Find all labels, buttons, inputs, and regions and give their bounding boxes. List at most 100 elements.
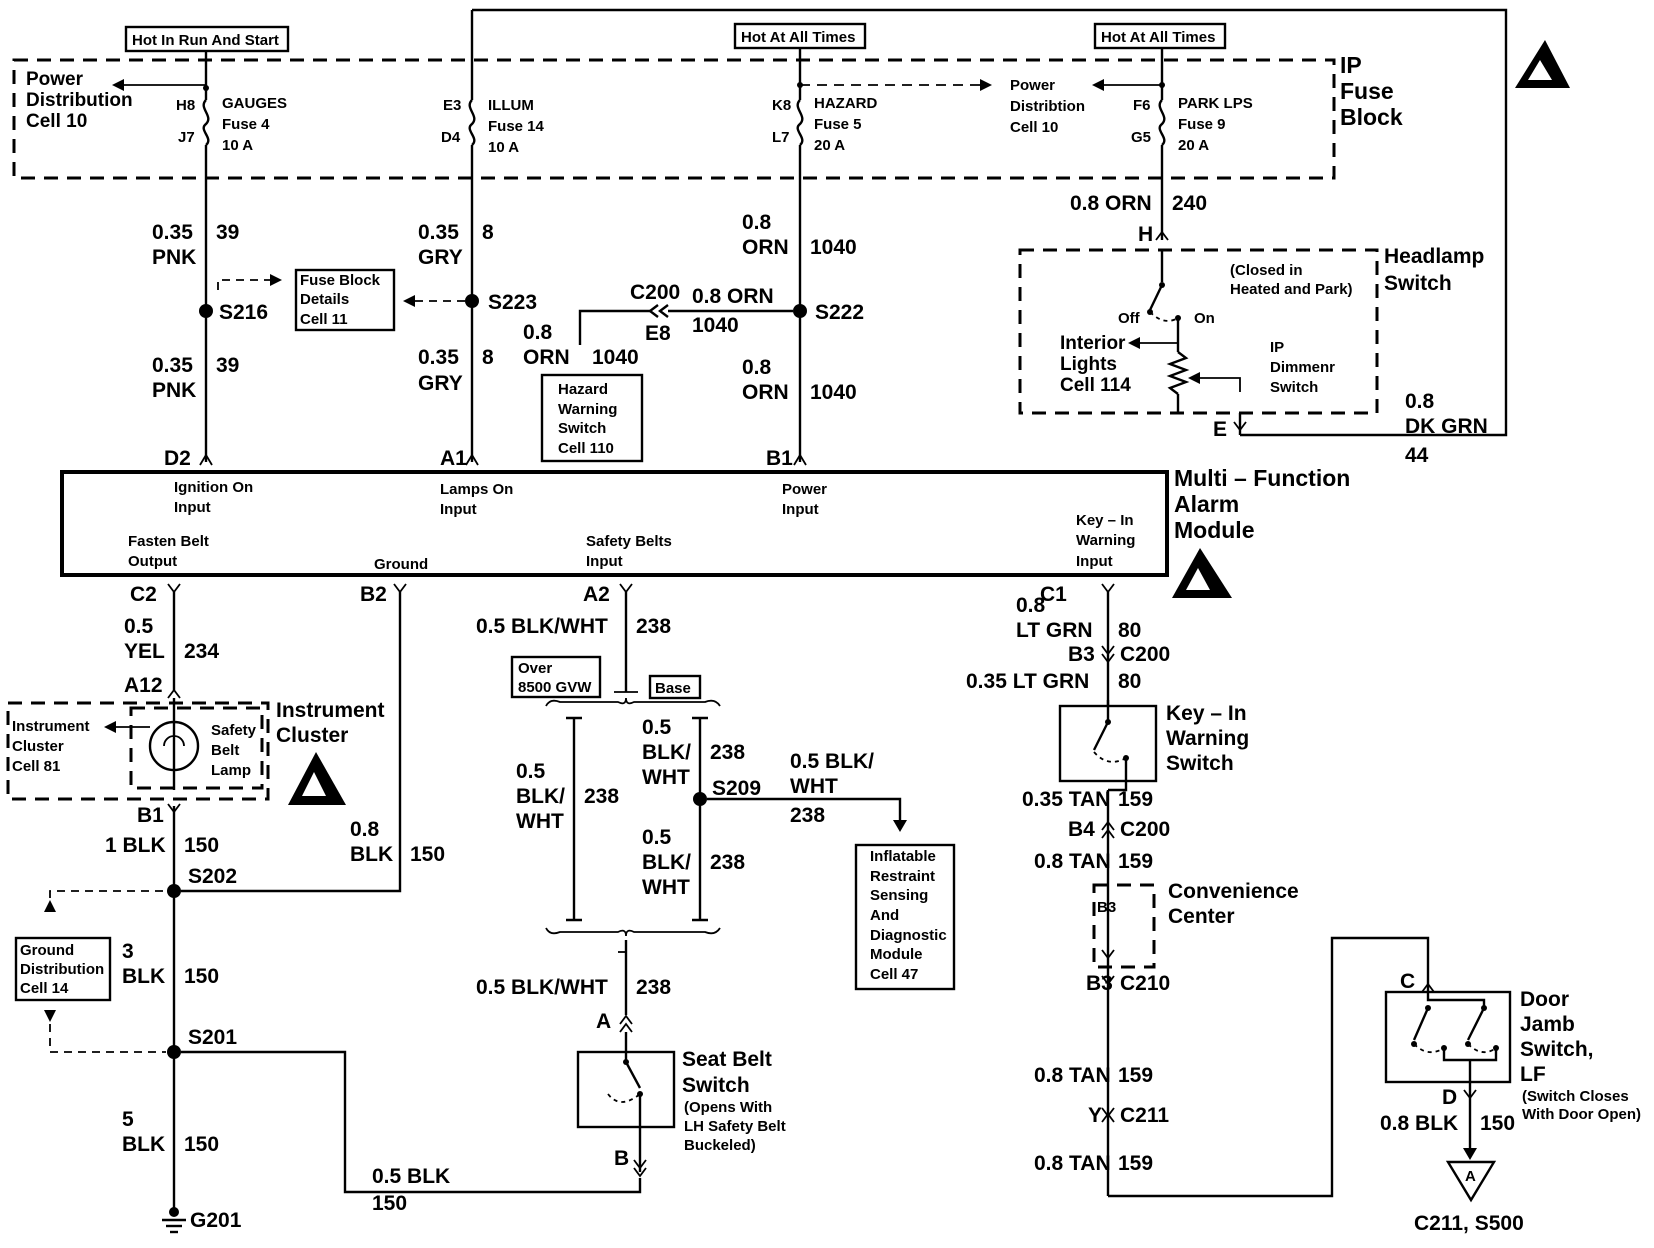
svg-text:F6: F6 bbox=[1133, 97, 1151, 114]
svg-text:Fuse: Fuse bbox=[1340, 78, 1394, 104]
svg-text:LF: LF bbox=[1520, 1063, 1546, 1086]
fuse-park-lps: F6 G5 PARK LPS Fuse 9 20 A bbox=[1131, 82, 1253, 154]
svg-text:0.5: 0.5 bbox=[516, 760, 546, 783]
svg-text:1040: 1040 bbox=[592, 346, 639, 369]
svg-text:IP: IP bbox=[1270, 339, 1284, 356]
svg-text:39: 39 bbox=[216, 354, 239, 377]
module-input-ignition: Ignition On Input bbox=[174, 479, 253, 516]
door-jamb-switch-note: (Switch Closes With Door Open) bbox=[1522, 1088, 1641, 1123]
svg-text:240: 240 bbox=[1172, 192, 1207, 215]
svg-text:0.35: 0.35 bbox=[152, 221, 193, 244]
svg-text:Power: Power bbox=[1010, 77, 1055, 94]
bottom-ref-c211-s500: C211, S500 bbox=[1414, 1212, 1524, 1235]
svg-text:1 BLK: 1 BLK bbox=[105, 834, 166, 857]
svg-text:With Door Open): With Door Open) bbox=[1522, 1106, 1641, 1123]
svg-text:Cluster: Cluster bbox=[276, 724, 348, 747]
svg-text:8: 8 bbox=[482, 221, 494, 244]
svg-text:10 A: 10 A bbox=[488, 139, 519, 156]
svg-text:E3: E3 bbox=[443, 97, 461, 114]
svg-text:159: 159 bbox=[1118, 788, 1153, 811]
svg-text:Hot In Run And Start: Hot In Run And Start bbox=[132, 32, 279, 49]
svg-text:Switch,: Switch, bbox=[1520, 1038, 1594, 1061]
module-input-key-in: Key – In Warning Input bbox=[1076, 512, 1135, 570]
connector-y-c211: Y C211 bbox=[1088, 1104, 1169, 1127]
svg-text:Instrument: Instrument bbox=[276, 699, 385, 722]
svg-text:(Opens With: (Opens With bbox=[684, 1099, 772, 1116]
svg-text:C: C bbox=[1400, 970, 1415, 993]
svg-text:39: 39 bbox=[216, 221, 239, 244]
svg-text:0.35: 0.35 bbox=[418, 221, 459, 244]
ip-dimmer-switch: IP Dimmenr Switch bbox=[1270, 339, 1335, 396]
esd-icon-cluster bbox=[288, 752, 346, 805]
svg-text:Sensing: Sensing bbox=[870, 887, 928, 904]
wire-label-w10: 0.8 DK GRN 44 bbox=[1405, 390, 1488, 467]
svg-text:Cell 47: Cell 47 bbox=[870, 966, 918, 983]
svg-text:159: 159 bbox=[1118, 1064, 1153, 1087]
svg-text:5: 5 bbox=[122, 1108, 134, 1131]
wire-label-w18: 0.5 BLK/ WHT 238 bbox=[516, 760, 619, 833]
svg-text:Multi – Function: Multi – Function bbox=[1174, 465, 1350, 491]
svg-text:GAUGES: GAUGES bbox=[222, 95, 287, 112]
svg-text:B2: B2 bbox=[360, 583, 387, 606]
svg-text:GRY: GRY bbox=[418, 372, 463, 395]
svg-text:Hot At All Times: Hot At All Times bbox=[1101, 29, 1215, 46]
svg-text:WHT: WHT bbox=[642, 766, 690, 789]
instrument-cluster-title: Instrument Cluster bbox=[276, 699, 385, 747]
svg-text:Ignition On: Ignition On bbox=[174, 479, 253, 496]
svg-text:WHT: WHT bbox=[642, 876, 690, 899]
module-input-lamps: Lamps On Input bbox=[440, 481, 513, 518]
wire-label-w4: 0.35 GRY 8 bbox=[418, 346, 494, 395]
gvw-over-box: Over 8500 GVW bbox=[510, 655, 602, 699]
svg-text:S202: S202 bbox=[188, 865, 237, 888]
svg-text:Dimmenr: Dimmenr bbox=[1270, 359, 1335, 376]
svg-text:Distribution: Distribution bbox=[20, 961, 104, 978]
alarm-module-title: Multi – Function Alarm Module bbox=[1174, 465, 1350, 543]
wire-label-w1: 0.35 PNK 39 bbox=[152, 221, 239, 269]
svg-text:Lamp: Lamp bbox=[211, 762, 251, 779]
svg-text:(Closed in: (Closed in bbox=[1230, 262, 1303, 279]
svg-text:1040: 1040 bbox=[692, 314, 739, 337]
svg-text:238: 238 bbox=[790, 804, 825, 827]
esd-icon-module bbox=[1172, 548, 1232, 598]
svg-text:0.8 ORN: 0.8 ORN bbox=[1070, 192, 1152, 215]
svg-text:Seat Belt: Seat Belt bbox=[682, 1048, 772, 1071]
ip-fuse-block-outline bbox=[12, 58, 1336, 180]
svg-text:Warning: Warning bbox=[558, 401, 617, 418]
svg-text:Door: Door bbox=[1520, 988, 1569, 1011]
svg-text:H8: H8 bbox=[176, 97, 195, 114]
svg-text:DK GRN: DK GRN bbox=[1405, 415, 1488, 438]
svg-text:PNK: PNK bbox=[152, 379, 196, 402]
svg-text:Jamb: Jamb bbox=[1520, 1013, 1575, 1036]
svg-text:B4: B4 bbox=[1068, 818, 1095, 841]
svg-text:WHT: WHT bbox=[790, 775, 838, 798]
svg-text:Cell 110: Cell 110 bbox=[558, 440, 614, 457]
safety-belt-lamp-outline bbox=[129, 706, 264, 790]
hot-label-all-times-1: Hot At All Times bbox=[733, 22, 867, 50]
wire-label-w27: 0.8 TAN 159 bbox=[1034, 1064, 1153, 1087]
inflatable-restraint-module-box: Inflatable Restraint Sensing And Diagnos… bbox=[854, 843, 956, 991]
connector-seat-belt-b: B bbox=[614, 1147, 647, 1178]
svg-text:Ground: Ground bbox=[20, 942, 74, 959]
fuse-hazard: K8 L7 HAZARD Fuse 5 20 A bbox=[772, 82, 877, 154]
svg-text:ORN: ORN bbox=[742, 236, 789, 259]
svg-text:WHT: WHT bbox=[516, 810, 564, 833]
svg-text:Buckeled): Buckeled) bbox=[684, 1137, 756, 1154]
fuse-gauges: H8 J7 GAUGES Fuse 4 10 A bbox=[176, 85, 287, 154]
svg-text:Input: Input bbox=[586, 553, 623, 570]
interior-lights-ref: Interior Lights Cell 114 bbox=[1060, 333, 1131, 396]
svg-text:0.5: 0.5 bbox=[642, 716, 672, 739]
svg-text:44: 44 bbox=[1405, 444, 1429, 467]
svg-text:B3: B3 bbox=[1097, 899, 1116, 916]
svg-text:150: 150 bbox=[184, 834, 219, 857]
svg-text:Switch: Switch bbox=[682, 1074, 750, 1097]
svg-text:C2: C2 bbox=[130, 583, 157, 606]
svg-text:150: 150 bbox=[1480, 1112, 1515, 1135]
svg-text:D2: D2 bbox=[164, 447, 191, 470]
svg-text:Fuse 4: Fuse 4 bbox=[222, 116, 270, 133]
svg-text:And: And bbox=[870, 907, 899, 924]
connector-h: H bbox=[1138, 223, 1169, 246]
svg-text:Inflatable: Inflatable bbox=[870, 848, 936, 865]
svg-text:Power: Power bbox=[782, 481, 827, 498]
wire-label-w7: 0.8 ORN 1040 bbox=[692, 285, 774, 337]
